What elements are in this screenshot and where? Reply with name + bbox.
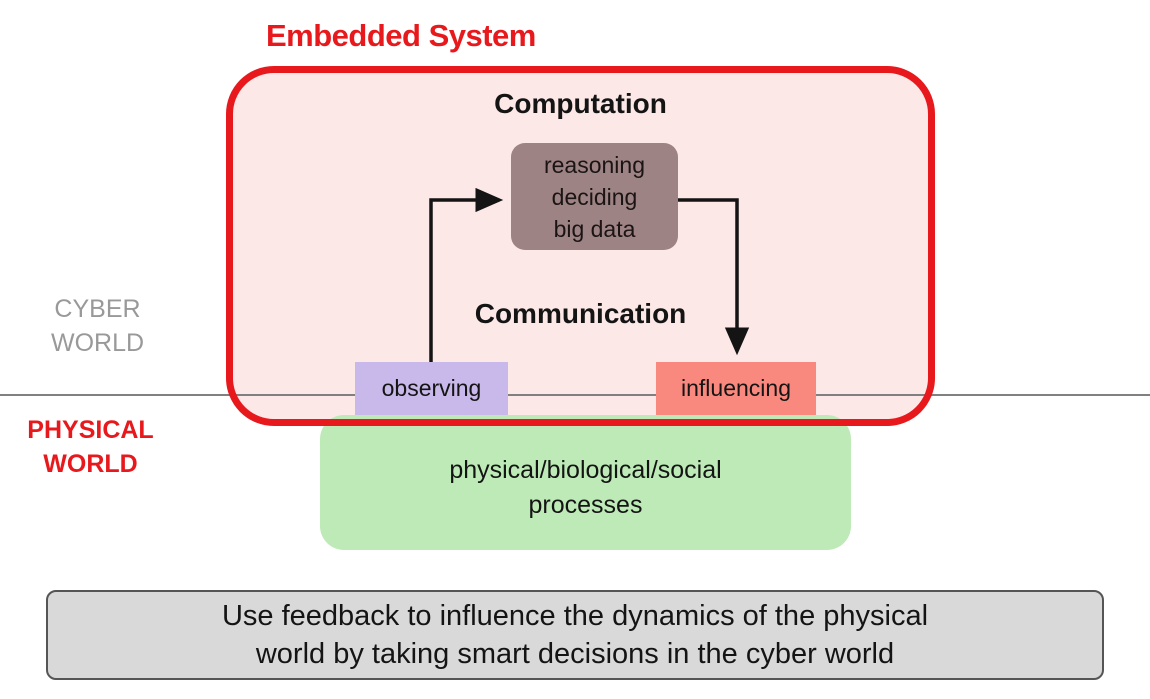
caption-box: Use feedback to influence the dynamics o… [46, 590, 1104, 680]
reasoning-box: reasoning deciding big data [511, 143, 678, 250]
cyber-world-label: CYBER WORLD [15, 292, 180, 360]
physical-world-line2: WORLD [43, 450, 138, 478]
caption-line1: Use feedback to influence the dynamics o… [221, 600, 929, 632]
processes-line1: physical/biological/social [449, 455, 722, 484]
physical-world-line1: PHYSICAL [27, 416, 154, 444]
observing-box: observing [355, 362, 508, 415]
physical-world-label: PHYSICAL WORLD [8, 413, 173, 481]
big-data-line: big data [553, 215, 636, 242]
influencing-label: influencing [681, 375, 791, 401]
cyber-physical-divider-line [0, 394, 1150, 396]
cyber-world-line1: CYBER [54, 295, 141, 323]
deciding-line: deciding [551, 183, 638, 210]
reasoning-line: reasoning [543, 151, 646, 178]
caption-line2: world by taking smart decisions in the c… [255, 638, 895, 670]
processes-box: physical/biological/social processes [320, 415, 851, 550]
processes-line2: processes [528, 490, 643, 519]
cyber-world-line2: WORLD [50, 329, 145, 357]
embedded-system-title: Embedded System [266, 18, 536, 53]
influencing-box: influencing [656, 362, 816, 415]
computation-label: Computation [494, 88, 667, 119]
communication-label: Communication [474, 298, 687, 329]
observing-label: observing [381, 375, 482, 401]
